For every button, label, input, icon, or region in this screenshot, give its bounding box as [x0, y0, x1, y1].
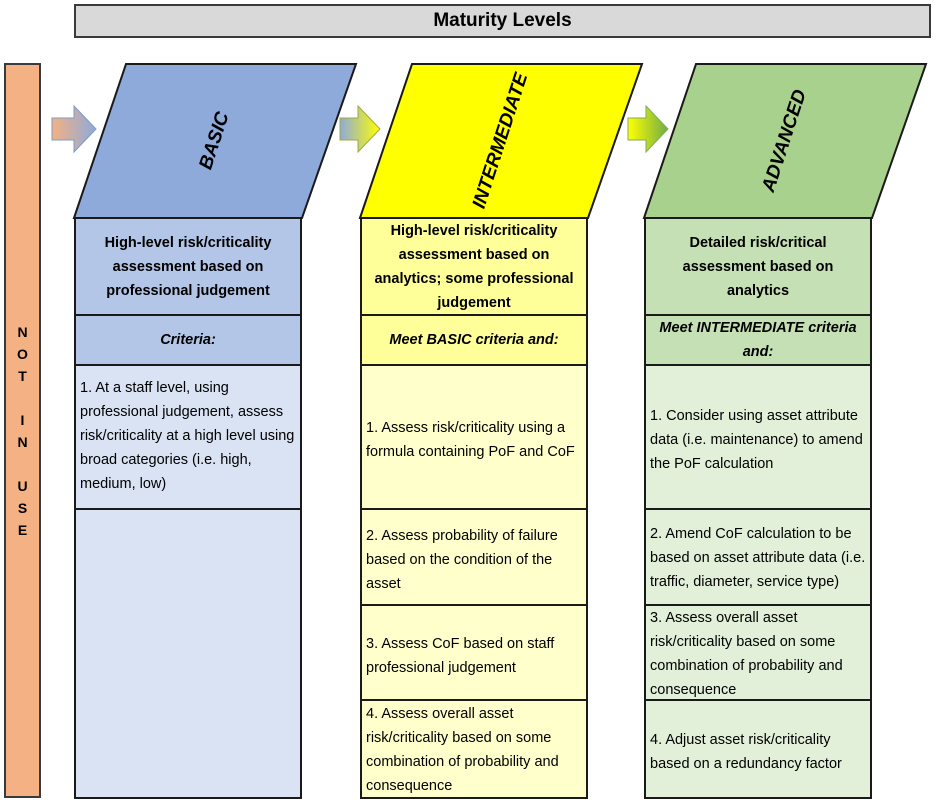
intermediate-item: 3. Assess CoF based on staff professiona…: [362, 604, 586, 699]
intermediate-criteria: Meet BASIC criteria and:: [362, 314, 586, 364]
basic-criteria: Criteria:: [76, 314, 300, 364]
side-letter: E: [17, 521, 28, 538]
basic-description: High-level risk/criticality assessment b…: [76, 217, 300, 314]
intermediate-item-text: 1. Assess risk/criticality using a formu…: [366, 420, 575, 460]
advanced-criteria: Meet INTERMEDIATE criteria and:: [646, 314, 870, 364]
intermediate-description: High-level risk/criticality assessment b…: [362, 217, 586, 314]
advanced-item-text: 2. Amend CoF calculation to be based on …: [650, 526, 866, 590]
maturity-levels-title: Maturity Levels: [74, 4, 931, 38]
advanced-description: Detailed risk/critical assessment based …: [646, 217, 870, 314]
basic-column: High-level risk/criticality assessment b…: [74, 217, 302, 799]
intermediate-criteria-text: Meet BASIC criteria and:: [389, 332, 559, 348]
intermediate-item: 1. Assess risk/criticality using a formu…: [362, 364, 586, 508]
basic-empty-area: [76, 508, 300, 797]
basic-criteria-text: Criteria:: [160, 332, 216, 348]
advanced-description-text: Detailed risk/critical assessment based …: [682, 234, 834, 299]
advanced-item-text: 1. Consider using asset attribute data (…: [650, 408, 863, 472]
arrow-right-icon: [627, 104, 669, 154]
title-text: Maturity Levels: [433, 10, 572, 31]
arrow-right-icon: [339, 104, 381, 154]
advanced-item: 3. Assess overall asset risk/criticality…: [646, 604, 870, 699]
advanced-column: Detailed risk/critical assessment based …: [644, 217, 872, 799]
side-letter: S: [17, 499, 28, 516]
side-letter: N: [17, 323, 28, 340]
advanced-item-text: 4. Adjust asset risk/criticality based o…: [650, 732, 842, 772]
advanced-item: 2. Amend CoF calculation to be based on …: [646, 508, 870, 604]
intermediate-column: High-level risk/criticality assessment b…: [360, 217, 588, 799]
intermediate-description-text: High-level risk/criticality assessment b…: [374, 222, 574, 311]
advanced-item: 4. Adjust asset risk/criticality based o…: [646, 699, 870, 797]
arrow-right-icon: [51, 104, 97, 154]
advanced-item: 1. Consider using asset attribute data (…: [646, 364, 870, 508]
basic-item-text: 1. At a staff level, using professional …: [80, 380, 295, 492]
side-letter: N: [17, 433, 28, 450]
intermediate-item-text: 2. Assess probability of failure based o…: [366, 528, 558, 592]
side-letter: O: [17, 345, 28, 362]
side-letter: T: [18, 367, 27, 384]
side-letter: I: [20, 411, 25, 428]
intermediate-item-text: 4. Assess overall asset risk/criticality…: [366, 706, 559, 794]
basic-description-text: High-level risk/criticality assessment b…: [104, 234, 272, 299]
side-letter: U: [17, 477, 28, 494]
intermediate-item: 2. Assess probability of failure based o…: [362, 508, 586, 604]
intermediate-item: 4. Assess overall asset risk/criticality…: [362, 699, 586, 797]
basic-item: 1. At a staff level, using professional …: [76, 364, 300, 508]
advanced-criteria-text: Meet INTERMEDIATE criteria and:: [659, 320, 857, 360]
advanced-item-text: 3. Assess overall asset risk/criticality…: [650, 609, 843, 698]
not-in-use-bar: N O T I N U S E: [4, 63, 41, 798]
intermediate-item-text: 3. Assess CoF based on staff professiona…: [366, 635, 555, 676]
